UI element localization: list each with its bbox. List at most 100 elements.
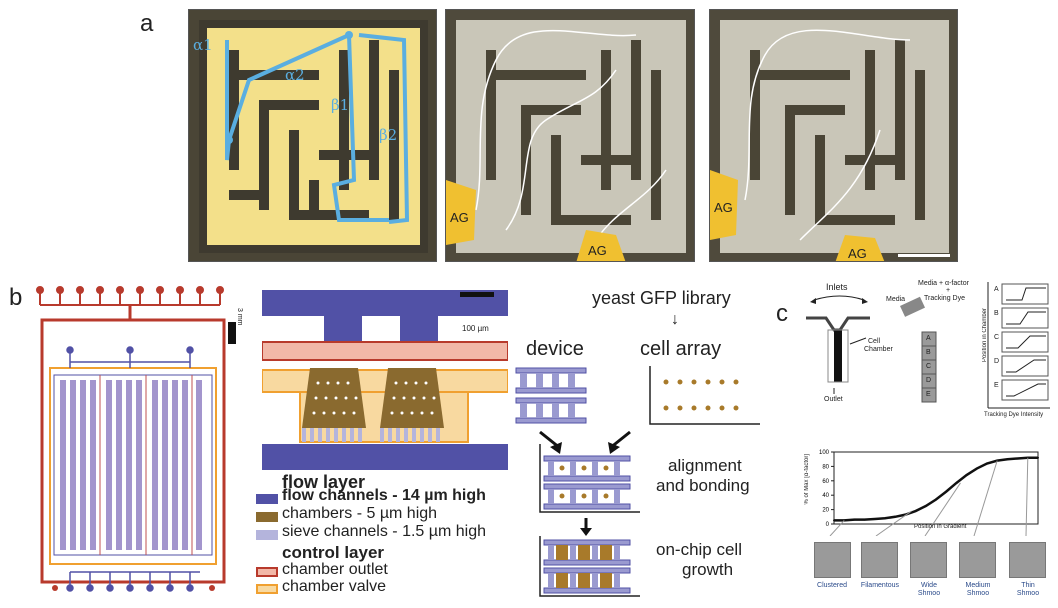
device-plus-label: + <box>946 287 951 294</box>
profile-letter-e: E <box>994 382 999 389</box>
legend-chambers: chambers - 5 µm high <box>282 505 438 522</box>
profile-letter-b: B <box>994 310 999 317</box>
ag-label-4: AG <box>848 246 867 261</box>
legend-valve: chamber valve <box>282 578 387 595</box>
maze-image-2: AG AG <box>446 20 686 261</box>
path-label-a2: α2 <box>285 66 305 84</box>
alpha-factor-chart-svg: 0 20 40 60 80 100 <box>819 450 1039 537</box>
device-chamber-b: B <box>926 349 931 356</box>
morphology-row: Clustered Filamentous Wide Shmoo Medium … <box>804 540 1046 606</box>
device-media-label: Media <box>886 296 906 303</box>
device-chamber-c: C <box>926 363 932 370</box>
maze-image-3: AG AG <box>710 20 950 261</box>
morphology-label-thin: Thin Shmoo <box>1016 582 1040 597</box>
chart-ytick-label: 40 <box>822 493 829 499</box>
panel-c-letter: c <box>776 300 788 327</box>
chip-diagram <box>36 286 236 592</box>
path-label-a1: α1 <box>193 36 213 54</box>
workflow-alignment-2: and bonding <box>656 476 750 495</box>
legend-flow-swatch <box>256 494 278 504</box>
chip-scale-label: 3 mm <box>236 308 243 326</box>
chart-connector-line <box>1025 457 1029 537</box>
legend-sieve: sieve channels - 1.5 µm high <box>282 523 486 540</box>
chart-data-point <box>863 518 866 521</box>
chart-data-point <box>955 481 958 484</box>
chart-xlabel: Position in Gradient <box>914 524 967 530</box>
alpha-factor-chart: 0 20 40 60 80 100 % of Max [α-factor] Positio… <box>804 448 1042 537</box>
cross-section-svg <box>261 290 509 470</box>
device-chamber-label: Chamber <box>864 346 893 353</box>
chart-data-point <box>1037 456 1039 459</box>
path-label-b2: β2 <box>379 126 397 144</box>
chart-data-point <box>975 467 978 470</box>
dye-profile-plot: A B C D E Position in Chamber Tracking D… <box>982 278 1054 428</box>
maze-photo-2: AG AG <box>445 9 695 262</box>
chart-data-point <box>914 510 917 513</box>
chart-series-line <box>834 456 1038 522</box>
chart-data-point <box>853 518 856 521</box>
legend-outlet: chamber outlet <box>282 561 388 578</box>
down-arrow-icon: ↓ <box>671 311 679 328</box>
legend-chamber-swatch <box>256 512 278 522</box>
chart-connector-line <box>924 482 961 537</box>
device-chamber-d: D <box>926 377 932 384</box>
gradient-device-schematic: Inlets Media Cell Chamber Outlet Media +… <box>800 278 980 418</box>
chart-data-point <box>1016 457 1019 460</box>
ag-label-1: AG <box>450 210 469 225</box>
chart-data-point <box>935 498 937 501</box>
morphology-thumb-medium <box>959 542 996 578</box>
chart-ytick-label: 100 <box>819 450 830 456</box>
maze-photo-1: α1 α2 β1 β2 <box>188 9 437 262</box>
chart-ytick-label: 20 <box>822 508 829 514</box>
morphology-label-medium: Medium Shmoo <box>965 582 991 597</box>
profile-letter-d: D <box>994 358 1000 365</box>
workflow-growth-2: growth <box>682 560 734 579</box>
chart-ytick-label: 60 <box>822 479 829 485</box>
dye-profile-svg <box>987 282 1050 409</box>
maze-image-1: α1 α2 β1 β2 <box>193 20 428 253</box>
legend-flow-channels: flow channels - 14 µm high <box>282 487 486 504</box>
legend-control-title: control layer <box>282 543 385 562</box>
workflow-svg <box>515 366 760 597</box>
maze-photo-3: AG AG <box>709 9 958 262</box>
workflow-diagram: yeast GFP library ↓ device cell array <box>510 284 770 604</box>
path-label-b1: β1 <box>331 96 349 114</box>
chart-data-point <box>873 517 876 520</box>
chart-data-point <box>986 462 988 465</box>
morphology-thumb-thin <box>1009 542 1046 578</box>
chart-data-point <box>894 515 897 518</box>
morphology-label-wide: Wide Shmoo <box>917 582 941 597</box>
device-media-alpha-label: Media + α-factor <box>918 280 969 287</box>
legend-sieve-swatch <box>256 530 278 540</box>
legend-flow-title: flow layer <box>282 472 366 492</box>
morphology-label-clustered: Clustered <box>817 582 847 589</box>
ag-label-3: AG <box>714 200 733 215</box>
device-chamber-a: A <box>926 335 931 342</box>
chart-data-point <box>884 517 886 520</box>
chart-ytick-label: 0 <box>826 522 830 528</box>
morphology-thumb-wide <box>910 542 947 578</box>
panel-b-letter: b <box>9 284 23 311</box>
device-outlet-label: Outlet <box>824 396 843 403</box>
profile-ylabel: Position in Chamber <box>982 308 988 363</box>
chart-data-point <box>833 519 835 522</box>
legend-valve-swatch <box>256 584 278 594</box>
device-cell-label: Cell <box>868 338 881 345</box>
chart-connector-line <box>875 510 912 537</box>
workflow-library: yeast GFP library <box>592 288 731 308</box>
workflow-alignment-1: alignment <box>668 456 742 475</box>
morphology-thumb-filamentous <box>861 542 898 578</box>
chart-ytick-label: 80 <box>822 464 829 470</box>
chart-connector-line <box>973 460 998 537</box>
chart-connector-line <box>829 520 845 537</box>
device-tracking-dye-label: Tracking Dye <box>924 295 965 302</box>
chart-data-point <box>945 490 948 493</box>
device-inlets-label: Inlets <box>826 282 848 292</box>
panel-a-letter: a <box>140 10 154 37</box>
device-chamber-e: E <box>926 391 931 398</box>
profile-letter-c: C <box>994 334 1000 341</box>
morphology-thumb-clustered <box>814 542 851 578</box>
chart-ylabel: % of Max [α-factor] <box>804 454 810 505</box>
legend-outlet-swatch <box>256 567 278 577</box>
morphology-label-filamentous: Filamentous <box>860 582 900 589</box>
